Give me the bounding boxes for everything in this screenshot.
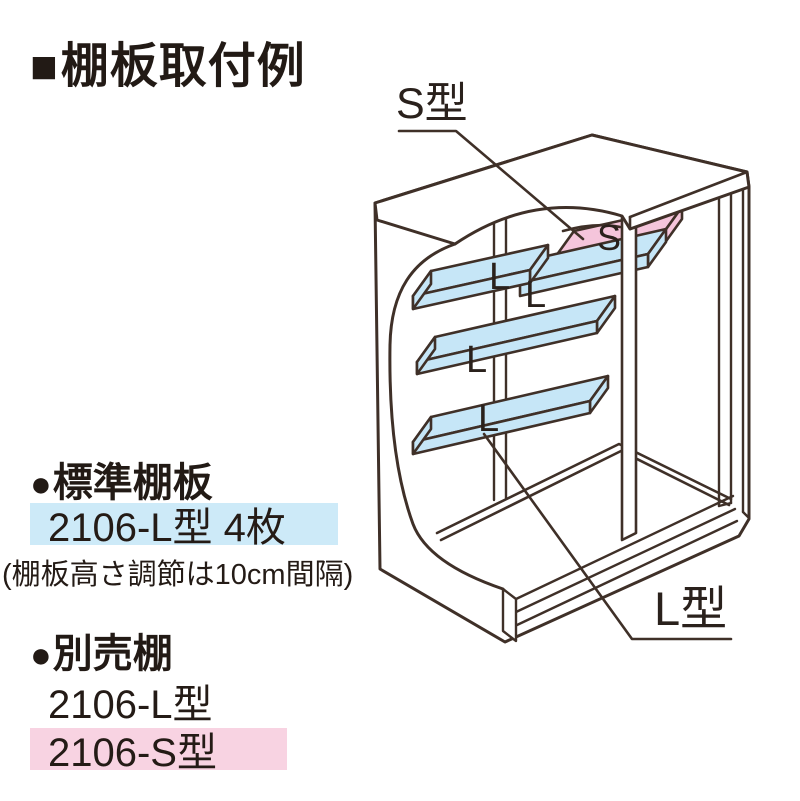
s-type-label: S型 [396, 80, 468, 128]
leader-lines [397, 129, 733, 641]
shelf-letter-s: S [597, 217, 621, 258]
page-title: ■棚板取付例 [30, 26, 306, 96]
standard-shelf-product-text: 2106-L型 4枚 [48, 506, 286, 550]
cutaway-curve [388, 242, 505, 591]
page-title-text: 棚板取付例 [60, 40, 306, 93]
front-right-post [620, 209, 638, 542]
optional-shelf-item-l: 2106-L型 [48, 683, 213, 727]
optional-shelf-heading-text: 別売棚 [52, 632, 173, 676]
optional-shelf-heading: ●別売棚 [30, 621, 173, 679]
l-type-leader-line [482, 432, 733, 641]
circle-bullet-icon: ● [30, 634, 52, 675]
l-type-label: L型 [654, 582, 727, 635]
standard-shelf-heading: ●標準棚板 [30, 450, 213, 508]
optional-shelf-item-s-text: 2106-S型 [48, 731, 217, 775]
shelf-l-bottom [411, 374, 610, 456]
shelf-letter-l-2: L [525, 274, 546, 316]
shelf-letter-l-1: L [489, 256, 510, 298]
standard-shelf-heading-text: 標準棚板 [52, 461, 213, 505]
shelf-height-note: (棚板高さ調節は10cm間隔) [2, 559, 354, 591]
s-type-leader-line [397, 129, 585, 241]
rail-end-cap [501, 587, 518, 643]
cabinet-body [373, 129, 751, 644]
roof [373, 133, 751, 246]
standard-shelf-product-highlight: 2106-L型 4枚 [30, 503, 338, 550]
shelf-l-top-left [411, 243, 550, 311]
shelf-l-middle [415, 294, 617, 376]
circle-bullet-icon: ● [30, 463, 52, 504]
shelf-letter-l-4: L [478, 398, 499, 440]
optional-shelf-item-s-highlight: 2106-S型 [30, 728, 287, 775]
roof-surface [373, 133, 751, 246]
title-square-icon: ■ [30, 40, 59, 92]
door-rails [514, 494, 739, 627]
shelf-letter-l-3: L [466, 339, 487, 381]
right-side-frame [717, 188, 751, 520]
